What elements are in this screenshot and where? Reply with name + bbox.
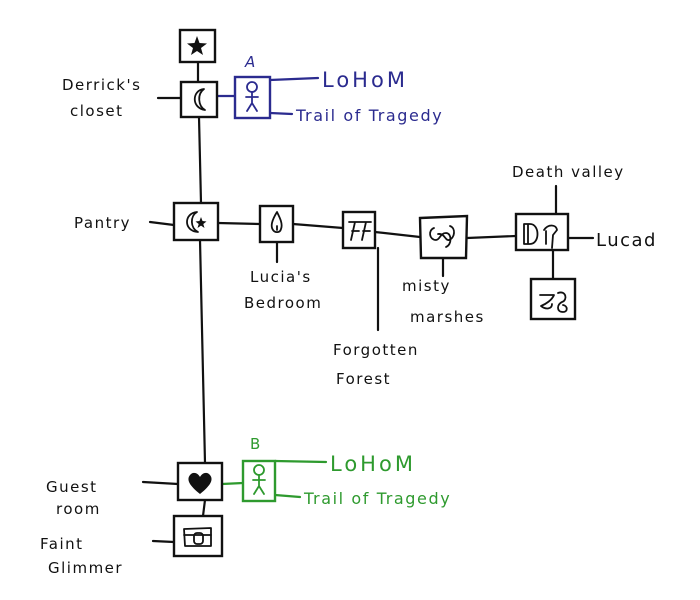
connections — [141, 60, 595, 544]
label-forgotten-forest-1: Forgotten — [333, 341, 419, 359]
leader-branch-b-2 — [273, 493, 302, 499]
label-guest-room-2: room — [56, 500, 101, 518]
leader-branch-a-1 — [268, 76, 320, 82]
link-pantry-guest — [198, 238, 207, 465]
link-marsh-death — [465, 234, 518, 240]
leader-pantry — [148, 220, 176, 227]
label-faint-glimmer-1: Faint — [40, 535, 84, 553]
label-lucias-bedroom-1: Lucia's — [250, 268, 312, 286]
labels: Derrick's closet Pantry Lucia's Bedroom … — [40, 53, 657, 577]
label-death-valley: Death valley — [512, 163, 625, 181]
link-guest-glimmer — [201, 498, 207, 518]
valley-glyph-icon — [523, 223, 558, 249]
label-guest-room-1: Guest — [46, 478, 98, 496]
label-lucias-bedroom-2: Bedroom — [244, 294, 322, 312]
heart-icon — [188, 472, 212, 494]
room-pantry — [172, 201, 220, 242]
forest-glyph-icon — [348, 221, 372, 241]
branch-b-line1: LoHoM — [330, 452, 416, 476]
chest-icon — [183, 527, 212, 547]
link-guest-branch-b — [220, 481, 245, 486]
crescent-moon-icon — [193, 88, 206, 111]
room-branch-b — [241, 459, 277, 503]
room-death-valley — [514, 212, 570, 252]
link-pantry-lucia — [216, 221, 262, 226]
branch-b-line2: Trail of Tragedy — [303, 489, 451, 508]
star-icon — [187, 36, 207, 55]
leader-branch-a-2 — [268, 111, 294, 116]
branch-a-line2: Trail of Tragedy — [295, 106, 443, 125]
leader-branch-b-1 — [273, 459, 328, 464]
leader-guest — [141, 480, 180, 486]
room-branch-a — [233, 75, 272, 120]
label-derricks-closet-2: closet — [70, 102, 124, 120]
room-death-valley-lower — [529, 277, 577, 321]
label-faint-glimmer-2: Glimmer — [48, 559, 123, 577]
link-forest-marsh — [373, 230, 422, 239]
room-misty-marshes — [418, 214, 469, 260]
link-closet-pantry — [197, 115, 203, 205]
rune-glyph-icon — [539, 291, 568, 313]
branch-b-marker: B — [250, 435, 260, 453]
room-faint-glimmer — [172, 514, 224, 558]
link-lucia-forest — [291, 222, 345, 230]
label-derricks-closet-1: Derrick's — [62, 76, 141, 94]
room-guest-room — [176, 461, 224, 502]
label-misty-marshes-2: marshes — [410, 308, 485, 326]
room-lucias-bedroom — [258, 204, 295, 244]
label-lucad: Lucad — [596, 230, 657, 251]
flame-icon — [270, 211, 283, 234]
figure-icon — [245, 81, 259, 112]
room-forgotten-forest — [341, 210, 377, 250]
room-top — [178, 28, 217, 64]
leader-glimmer — [151, 539, 176, 544]
branch-a-marker: A — [244, 53, 255, 71]
room-derricks-closet — [179, 80, 219, 119]
figure-icon — [252, 464, 266, 495]
moon-star-icon — [186, 211, 207, 233]
marsh-glyph-icon — [429, 225, 455, 248]
label-forgotten-forest-2: Forest — [336, 370, 391, 388]
label-misty-marshes-1: misty — [402, 277, 451, 295]
label-pantry: Pantry — [74, 214, 131, 232]
branch-a-line1: LoHoM — [322, 68, 408, 92]
